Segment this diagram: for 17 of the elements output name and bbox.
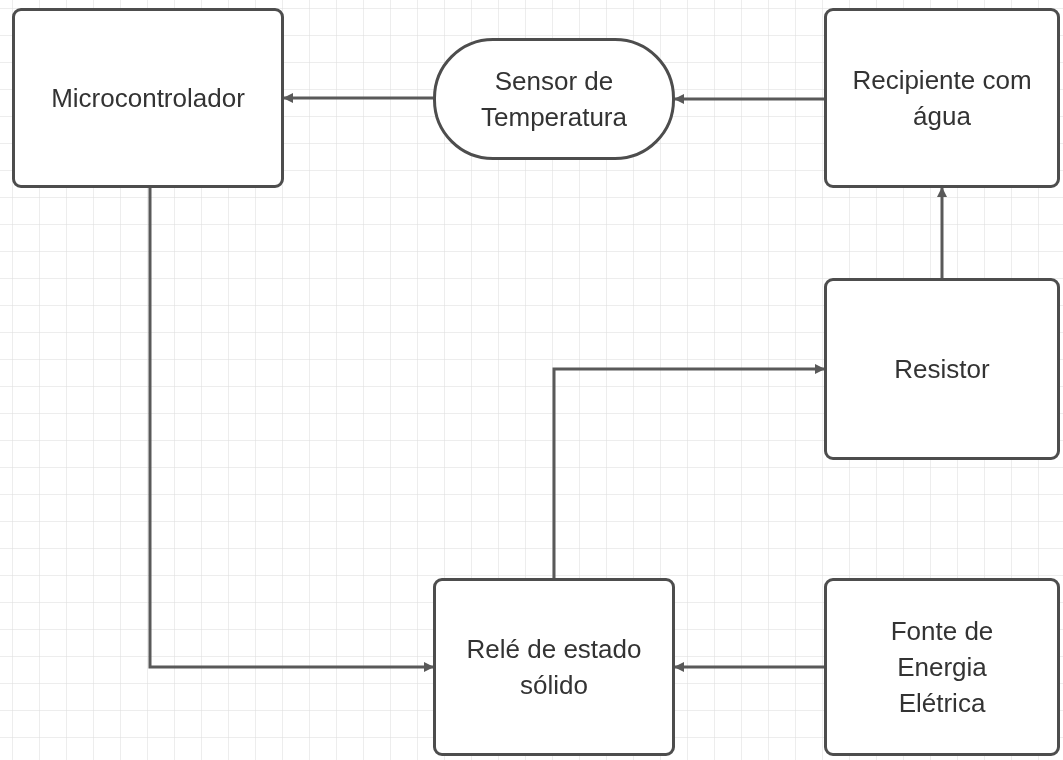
process-box <box>824 578 1060 756</box>
process-box <box>12 8 284 188</box>
node-label: Fonte de Energia Elétrica <box>889 615 995 720</box>
arrow <box>148 188 434 672</box>
node-label: Resistor <box>894 353 990 386</box>
arrow <box>937 187 947 278</box>
process-box <box>824 8 1060 188</box>
arrow <box>552 364 825 578</box>
node-label: Relé de estado sólido <box>465 633 643 702</box>
arrow <box>674 94 824 104</box>
node-label: Recipiente com água <box>852 64 1032 133</box>
arrow <box>283 93 433 103</box>
node-label: Sensor de Temperatura <box>480 65 628 134</box>
process-box <box>433 578 675 756</box>
arrow <box>674 662 824 672</box>
process-box <box>824 278 1060 460</box>
node-label: Microcontrolador <box>51 82 245 115</box>
